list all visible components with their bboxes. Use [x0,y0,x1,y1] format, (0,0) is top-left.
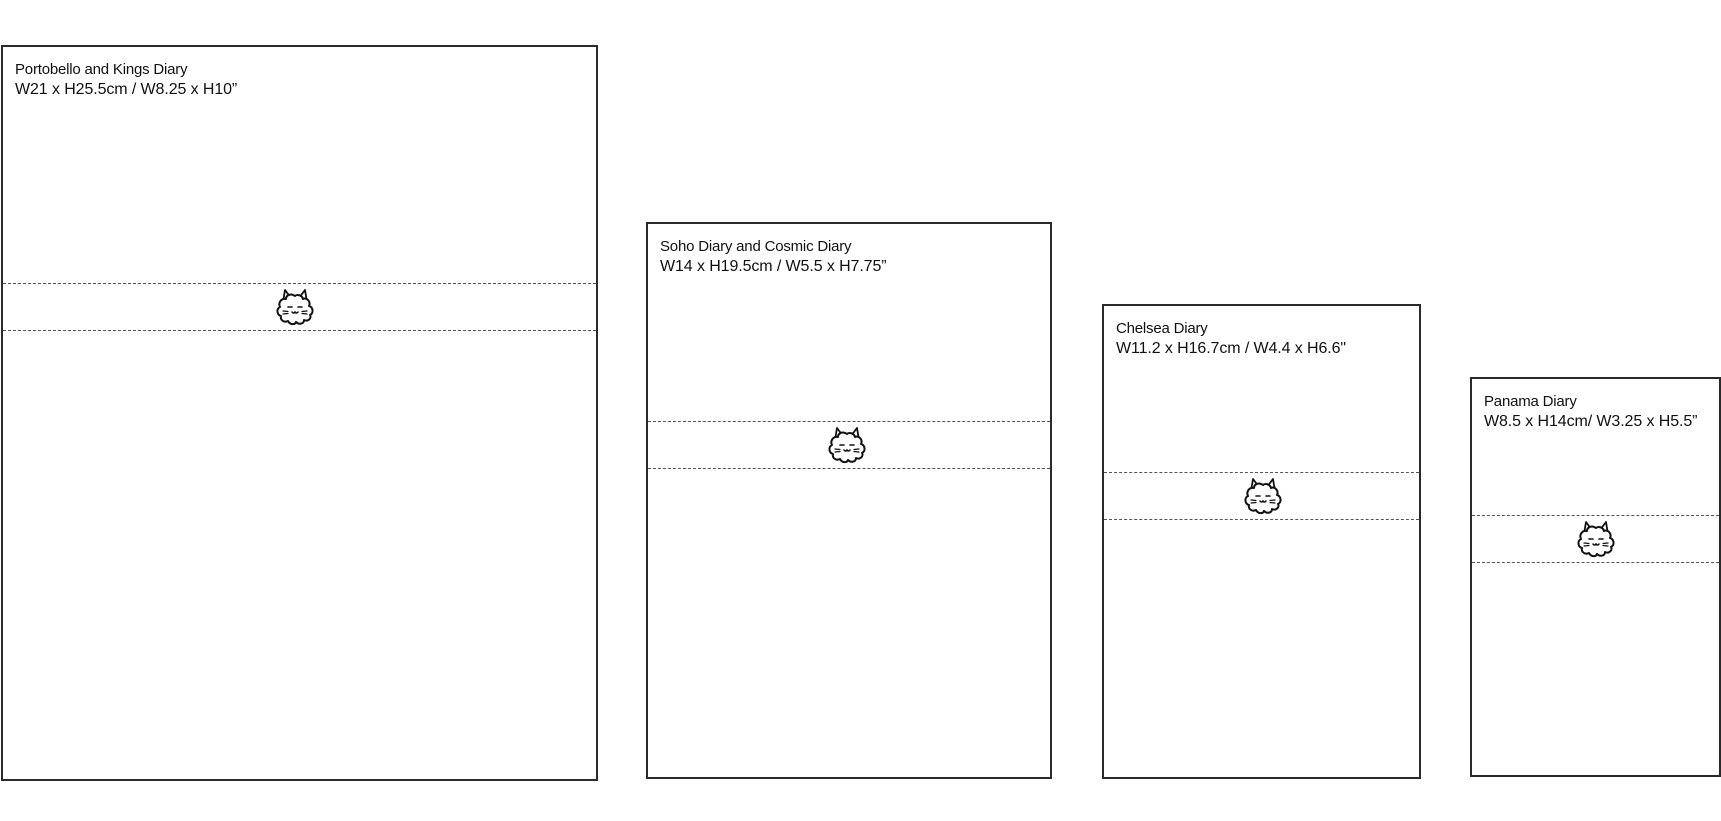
band-bottom-dashed-line [1472,562,1719,563]
cat-face-icon [823,420,871,468]
band-top-dashed-line [3,283,596,284]
diary-dimensions: W8.5 x H14cm/ W3.25 x H5.5” [1484,413,1698,430]
diary-panama: Panama Diary W8.5 x H14cm/ W3.25 x H5.5” [1470,377,1721,777]
band-bottom-dashed-line [1104,519,1419,520]
band-top-dashed-line [1472,515,1719,516]
diary-portobello-kings: Portobello and Kings Diary W21 x H25.5cm… [1,45,598,781]
cat-face-icon [1239,471,1287,519]
diary-soho-cosmic: Soho Diary and Cosmic Diary W14 x H19.5c… [646,222,1052,779]
band-bottom-dashed-line [3,330,596,331]
band-top-dashed-line [1104,472,1419,473]
diary-dimensions: W21 x H25.5cm / W8.25 x H10” [15,81,238,98]
cat-face-icon [1572,514,1620,562]
diary-name: Soho Diary and Cosmic Diary [660,238,852,255]
cat-face-icon [271,282,319,330]
diary-name: Chelsea Diary [1116,320,1208,337]
diary-dimensions: W14 x H19.5cm / W5.5 x H7.75” [660,258,887,275]
band-bottom-dashed-line [648,468,1050,469]
diary-name: Portobello and Kings Diary [15,61,188,78]
diary-name: Panama Diary [1484,393,1577,410]
band-top-dashed-line [648,421,1050,422]
diary-dimensions: W11.2 x H16.7cm / W4.4 x H6.6" [1116,340,1347,357]
diary-chelsea: Chelsea Diary W11.2 x H16.7cm / W4.4 x H… [1102,304,1421,779]
